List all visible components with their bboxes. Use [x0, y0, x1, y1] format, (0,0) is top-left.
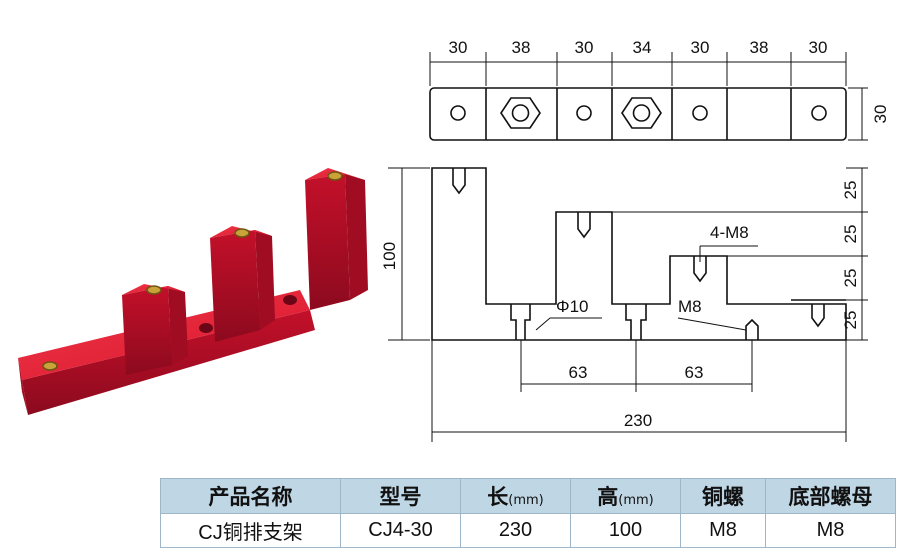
cell-height: 100 [570, 512, 681, 548]
top-view-hole [450, 105, 466, 121]
base-end-face [18, 358, 28, 415]
header-length: 长(mm) [460, 478, 571, 514]
dim-top-6: 38 [750, 38, 769, 57]
header-copper-screw: 铜螺 [680, 478, 766, 514]
callout-m8: M8 [678, 297, 702, 316]
dim-top-7: 30 [809, 38, 828, 57]
dim-top-5: 30 [691, 38, 710, 57]
dim-top-4: 34 [633, 38, 652, 57]
tapped-hole-icon [452, 168, 466, 195]
spec-table: 产品名称 型号 长(mm) 高(mm) 铜螺 底部螺母 CJ铜排支架 CJ4-3… [160, 478, 896, 548]
counterbore-hole-icon [625, 304, 647, 340]
cell-product-name: CJ铜排支架 [160, 512, 341, 548]
post-middle-side [255, 230, 275, 330]
hole-spacing-dimensions: 63 63 [520, 340, 753, 392]
spec-table-row: CJ铜排支架 CJ4-30 230 100 M8 M8 [160, 512, 896, 548]
post-right-front [305, 174, 350, 310]
product-photo [18, 168, 368, 415]
base-hole [199, 323, 213, 333]
brass-insert-post-right [327, 171, 343, 181]
dim-step-2: 25 [841, 225, 860, 244]
hex-nut-icon [621, 97, 662, 129]
top-view-outline [429, 87, 847, 141]
right-step-dimensions: 25 25 25 25 [612, 167, 868, 341]
top-view-hole [692, 105, 708, 121]
dim-overall-height: 100 [380, 242, 399, 270]
header-product-name: 产品名称 [160, 478, 341, 514]
base-hole [283, 295, 297, 305]
top-view-hole [811, 105, 827, 121]
top-view-hole [576, 105, 592, 121]
spec-table-header-row: 产品名称 型号 长(mm) 高(mm) 铜螺 底部螺母 [160, 478, 896, 514]
post-middle-front [210, 230, 260, 342]
dim-top-3: 30 [575, 38, 594, 57]
overall-length-dimension: 230 [431, 340, 847, 442]
post-left-front [122, 286, 172, 375]
callout-4-m8: 4-M8 [710, 223, 749, 242]
top-dimension-chain: 30 38 30 34 30 38 30 [429, 38, 847, 86]
dim-top-view-height: 30 [871, 105, 890, 124]
dim-spacing-left: 63 [569, 363, 588, 382]
dim-top-1: 30 [449, 38, 468, 57]
dim-step-4: 25 [841, 311, 860, 330]
technical-drawing: 30 38 30 34 30 38 30 30 4-M8 Φ10 M8 100 [380, 38, 890, 442]
cell-bottom-nut: M8 [765, 512, 896, 548]
dim-top-2: 38 [512, 38, 531, 57]
tapped-hole-icon [811, 304, 825, 328]
header-bottom-nut: 底部螺母 [765, 478, 896, 514]
brass-insert-base [42, 361, 58, 371]
header-model: 型号 [340, 478, 461, 514]
hex-nut-icon [500, 97, 541, 129]
brass-insert-post-middle [234, 228, 250, 238]
cell-length: 230 [460, 512, 571, 548]
dim-spacing-right: 63 [685, 363, 704, 382]
header-height: 高(mm) [570, 478, 681, 514]
dim-overall-length: 230 [624, 411, 652, 430]
top-view-segment-lines [485, 88, 792, 140]
cell-copper-screw: M8 [680, 512, 766, 548]
post-right-side [345, 174, 368, 300]
tapped-hole-icon [693, 256, 707, 283]
dim-step-3: 25 [841, 269, 860, 288]
post-left-top [122, 284, 185, 295]
front-view-outline [431, 167, 847, 341]
dim-step-1: 25 [841, 181, 860, 200]
tapped-hole-icon [577, 212, 591, 239]
post-left-side [168, 286, 188, 365]
callout-phi10: Φ10 [556, 297, 588, 316]
bottom-nut-icon [745, 318, 759, 340]
counterbore-hole-icon [510, 304, 531, 340]
cell-model: CJ4-30 [340, 512, 461, 548]
brass-insert-post-left [146, 285, 162, 295]
